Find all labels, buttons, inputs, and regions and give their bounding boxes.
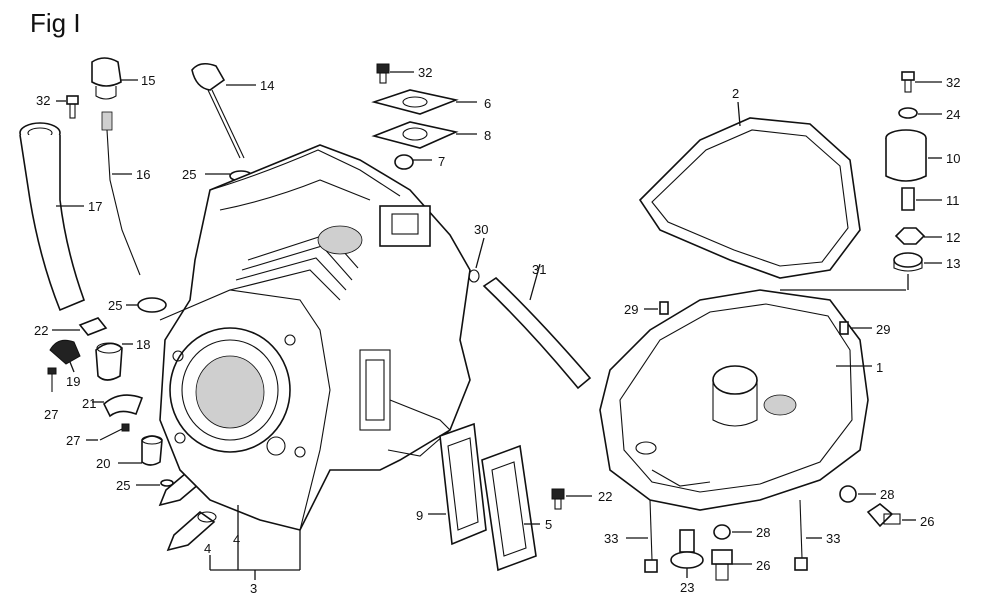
part-24-washer xyxy=(898,107,942,119)
callout-18: 18 xyxy=(136,337,150,352)
callout-4: 4 xyxy=(204,541,211,556)
callout-19: 19 xyxy=(66,374,80,389)
part-18-breather-fitting xyxy=(95,342,133,381)
part-22-bolt-center xyxy=(551,488,592,510)
callout-33: 33 xyxy=(604,531,618,546)
part-23-level-gauge xyxy=(670,529,704,578)
callout-21: 21 xyxy=(82,396,96,411)
part-4-pipe-lower xyxy=(166,510,217,552)
callout-11: 11 xyxy=(946,193,960,208)
part-6-gasket xyxy=(371,89,477,115)
part-33-bolt-right xyxy=(794,499,822,571)
callout-3: 3 xyxy=(250,581,257,596)
part-22-clip-left xyxy=(52,317,108,336)
callout-32: 32 xyxy=(418,65,432,80)
callout-6: 6 xyxy=(484,96,491,111)
callout-25: 25 xyxy=(108,298,122,313)
part-30-clip xyxy=(468,237,485,283)
callout-9: 9 xyxy=(416,508,423,523)
part-25-o-ring-low xyxy=(136,479,174,487)
callout-25: 25 xyxy=(116,478,130,493)
part-26-drain-plug-bottom xyxy=(711,549,752,581)
callout-16: 16 xyxy=(136,167,150,182)
callout-17: 17 xyxy=(88,199,102,214)
callout-29: 29 xyxy=(876,322,890,337)
callout-1: 1 xyxy=(876,360,883,375)
part-12-nut xyxy=(894,227,942,245)
callout-27: 27 xyxy=(66,433,80,448)
part-32-bolt-center xyxy=(376,63,414,84)
part-19-bracket xyxy=(49,339,81,373)
part-25-o-ring-mid xyxy=(126,297,167,313)
part-27-bolt-left xyxy=(47,367,57,392)
part-32-bolt-right xyxy=(901,71,942,93)
callout-22: 22 xyxy=(598,489,612,504)
part-3-cylinder-block xyxy=(159,144,471,531)
part-29-pin-right xyxy=(839,321,872,335)
part-15-filler-cap xyxy=(91,57,138,100)
callout-29: 29 xyxy=(624,302,638,317)
callout-15: 15 xyxy=(141,73,155,88)
part-14-oil-gauge xyxy=(191,62,256,159)
callout-20: 20 xyxy=(96,456,110,471)
callout-4: 4 xyxy=(233,532,240,547)
part-9-gasket-plate xyxy=(428,422,487,546)
part-8-insulator xyxy=(371,121,477,149)
part-28-washer-right xyxy=(839,485,876,503)
part-27-bolt-center xyxy=(86,423,130,441)
callout-14: 14 xyxy=(260,78,274,93)
part-11-collar xyxy=(901,187,942,211)
callout-32: 32 xyxy=(36,93,50,108)
part-31-breather-tube xyxy=(482,263,592,390)
callout-24: 24 xyxy=(946,107,960,122)
callout-27: 27 xyxy=(44,407,58,422)
callout-22: 22 xyxy=(34,323,48,338)
part-28-washer-center xyxy=(713,524,752,540)
callout-33: 33 xyxy=(826,531,840,546)
part-17-filler-tube xyxy=(19,122,86,312)
part-21-clamp xyxy=(92,394,144,418)
part-7-collar xyxy=(394,154,432,170)
callout-26: 26 xyxy=(756,558,770,573)
part-10-rubber-mount xyxy=(885,129,942,182)
part-13-mount-base xyxy=(893,252,942,290)
callout-25: 25 xyxy=(182,167,196,182)
callout-2: 2 xyxy=(732,86,739,101)
callout-32: 32 xyxy=(946,75,960,90)
part-16-dipstick xyxy=(101,111,141,276)
callout-7: 7 xyxy=(438,154,445,169)
part-32-bolt-left xyxy=(56,95,79,119)
callout-23: 23 xyxy=(680,580,694,595)
callout-28: 28 xyxy=(880,487,894,502)
callout-28: 28 xyxy=(756,525,770,540)
callout-labels: 32 15 14 32 6 8 7 2 32 24 10 11 12 13 16… xyxy=(34,65,960,596)
part-5-cover-plate xyxy=(481,444,540,572)
callout-8: 8 xyxy=(484,128,491,143)
group-3-bracket xyxy=(209,505,301,580)
callout-10: 10 xyxy=(946,151,960,166)
callout-13: 13 xyxy=(946,256,960,271)
part-20-fitting xyxy=(118,435,163,466)
part-2-gasket xyxy=(638,101,861,279)
callout-12: 12 xyxy=(946,230,960,245)
part-26-drain-plug-right xyxy=(866,503,916,528)
callout-26: 26 xyxy=(920,514,934,529)
part-29-pin-left xyxy=(644,301,669,315)
part-33-bolt-left xyxy=(626,499,658,573)
callout-30: 30 xyxy=(474,222,488,237)
callout-31: 31 xyxy=(532,262,546,277)
part-1-case-cover xyxy=(599,289,906,511)
callout-5: 5 xyxy=(545,517,552,532)
figure-title: Fig I xyxy=(30,8,81,38)
